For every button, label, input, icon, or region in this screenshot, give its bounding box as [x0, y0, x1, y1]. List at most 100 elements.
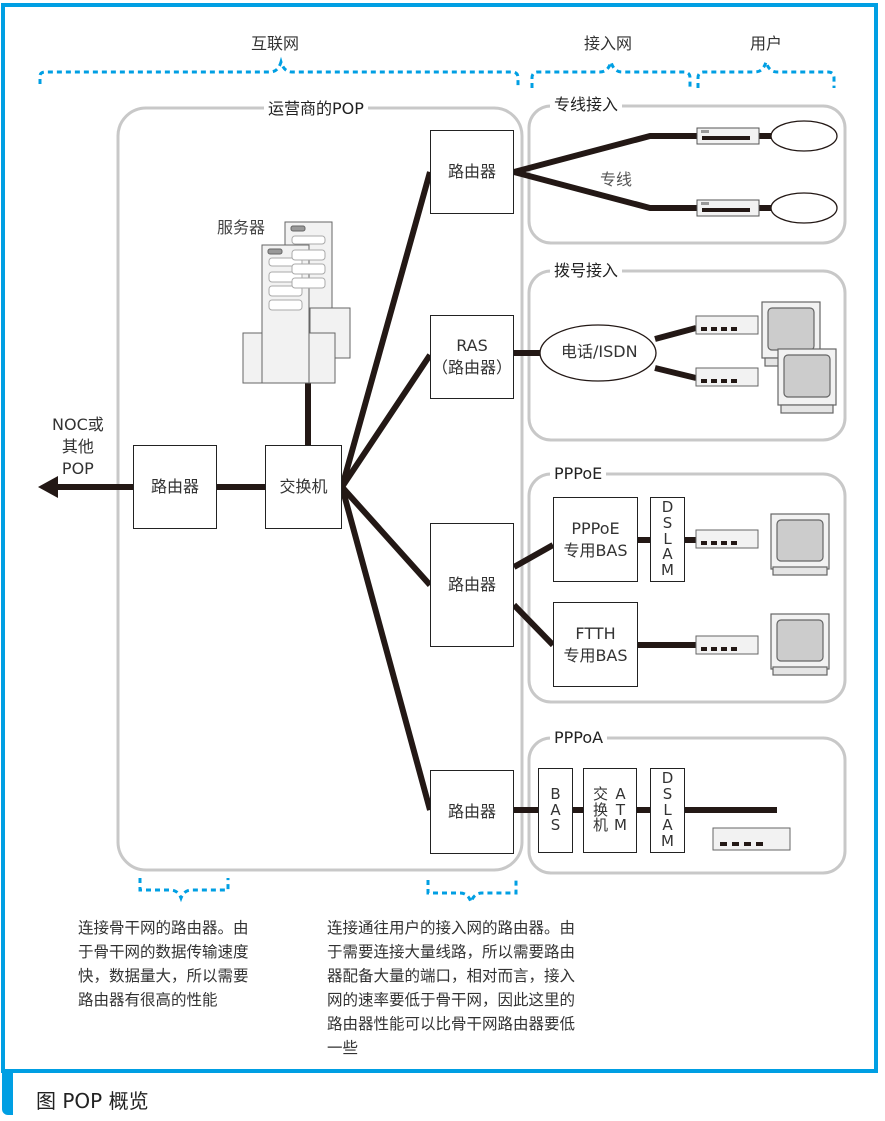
pppoa-router-label: 路由器 [447, 802, 496, 822]
pppoe-group [527, 472, 847, 704]
phone-isdn-label: 电话/ISDN [561, 342, 638, 361]
atm-en-char: T [615, 800, 626, 819]
ras-sub-label: （路由器） [431, 358, 512, 377]
switch[interactable]: 交换机 [265, 445, 342, 529]
caption-bar [2, 1073, 13, 1115]
atm-switch-cn-label: 交 换 机 [593, 784, 609, 835]
noc-label: NOC或 其他 POP [52, 414, 104, 480]
leased-user-network-2 [770, 192, 838, 224]
dslam-char: S [662, 513, 673, 532]
ras-router[interactable]: RAS （路由器） [430, 315, 514, 399]
pppoe-bas[interactable]: PPPoE 专用BAS [553, 497, 638, 582]
ftth-bas-sub-label: 专用BAS [563, 645, 628, 665]
noc-line: 其他 [61, 437, 94, 456]
bracket-access-note [426, 880, 518, 907]
note-line: 路由器性能可以比骨干网路由器要低 [327, 1015, 576, 1033]
ftth-bas[interactable]: FTTH 专用BAS [553, 602, 638, 687]
link-switch-router3 [339, 484, 433, 588]
link-switch-router1 [339, 171, 433, 488]
pppoa-title: PPPoA [550, 730, 608, 746]
label-internet: 互联网 [251, 34, 300, 53]
bas-label: B A S [550, 784, 561, 835]
leased-user-network-1 [770, 120, 838, 152]
note-line: 快，数据量大，所以需要 [78, 967, 249, 985]
server-icon [242, 221, 351, 384]
dslam-label: D S L A M [661, 769, 674, 851]
backbone-router-label: 路由器 [150, 477, 199, 497]
dslam-char: S [662, 784, 673, 803]
backbone-router-note: 连接骨干网的路由器。由 于骨干网的数据传输速度 快，数据量大，所以需要 路由器有… [78, 916, 288, 1012]
phone-isdn-cloud [539, 324, 657, 382]
pppoe-bas-sub-label: 专用BAS [563, 540, 628, 560]
atm-en-char: A [615, 784, 626, 803]
modem-icon [695, 315, 791, 851]
leased-router[interactable]: 路由器 [430, 130, 514, 214]
backbone-router[interactable]: 路由器 [133, 445, 217, 529]
link-leased-2 [513, 169, 698, 211]
bas-char: A [550, 800, 561, 819]
atm-switch-en-label: A T M [614, 784, 627, 835]
atm-cn-char: 换 [593, 800, 609, 819]
pppoa-router[interactable]: 路由器 [430, 770, 514, 854]
computer-icon [761, 301, 837, 676]
note-line: 连接通往用户的接入网的路由器。由 [327, 919, 576, 937]
note-line: 网的速率要低于骨干网，因此这里的 [327, 991, 576, 1009]
leased-title: 专线接入 [550, 97, 623, 113]
dslam-char: D [661, 498, 674, 517]
label-access-network: 接入网 [584, 34, 633, 53]
bracket-access [530, 56, 692, 88]
bracket-internet [38, 56, 520, 88]
pop-title: 运营商的POP [264, 101, 368, 117]
ftth-bas-label: FTTH [575, 623, 616, 643]
note-line: 路由器有很高的性能 [78, 991, 218, 1009]
note-line: 器配备大量的端口，相对而言，接入 [327, 967, 576, 985]
leased-line-label: 专线 [600, 170, 633, 189]
link-switch-ras [339, 353, 433, 489]
bas-char: B [550, 784, 561, 803]
figure-caption: 图 POP 概览 [36, 1089, 149, 1113]
pppoa-group [527, 736, 847, 875]
atm-cn-char: 机 [593, 816, 609, 835]
server-label: 服务器 [217, 218, 266, 237]
pppoa-bas[interactable]: B A S [538, 768, 573, 853]
link-router3-ftthbas [511, 602, 556, 648]
link-switch-router4 [339, 486, 433, 811]
noc-line: NOC或 [52, 415, 104, 434]
figure-frame [1, 3, 878, 1073]
pppoe-router[interactable]: 路由器 [430, 523, 514, 647]
note-line: 于需要连接大量线路，所以需要路由 [327, 943, 576, 961]
note-line: 一些 [327, 1039, 359, 1057]
dslam-char: A [662, 545, 673, 564]
pppoa-dslam[interactable]: D S L A M [650, 768, 685, 853]
pppoe-dslam[interactable]: D S L A M [650, 497, 685, 582]
ras-label: RAS [456, 336, 488, 356]
dslam-char: L [663, 800, 672, 819]
leased-router-icon [696, 127, 760, 217]
pppoe-bas-label: PPPoE [571, 518, 620, 538]
atm-en-char: M [614, 816, 627, 835]
switch-label: 交换机 [279, 477, 328, 497]
dslam-char: D [661, 769, 674, 788]
dslam-char: M [661, 561, 674, 580]
link-router3-pppoebas [512, 542, 555, 570]
dslam-char: M [661, 832, 674, 851]
arrow-head-icon [38, 476, 58, 498]
note-line: 连接骨干网的路由器。由 [78, 919, 249, 937]
pppoe-router-label: 路由器 [447, 575, 496, 595]
bracket-users [696, 56, 836, 88]
dslam-char: A [662, 816, 673, 835]
link-leased-1 [513, 133, 698, 175]
dialup-title: 拨号接入 [550, 263, 623, 279]
access-router-note: 连接通往用户的接入网的路由器。由 于需要连接大量线路，所以需要路由 器配备大量的… [327, 916, 627, 1060]
label-users: 用户 [750, 34, 783, 53]
atm-switch[interactable]: 交 换 机 A T M [583, 768, 637, 853]
bas-char: S [550, 816, 561, 835]
dslam-label: D S L A M [661, 498, 674, 580]
atm-cn-char: 交 [593, 784, 609, 803]
leased-router-label: 路由器 [447, 162, 496, 182]
pppoe-title: PPPoE [550, 466, 607, 482]
noc-line: POP [61, 459, 94, 478]
dslam-char: L [663, 529, 672, 548]
note-line: 于骨干网的数据传输速度 [78, 943, 249, 961]
